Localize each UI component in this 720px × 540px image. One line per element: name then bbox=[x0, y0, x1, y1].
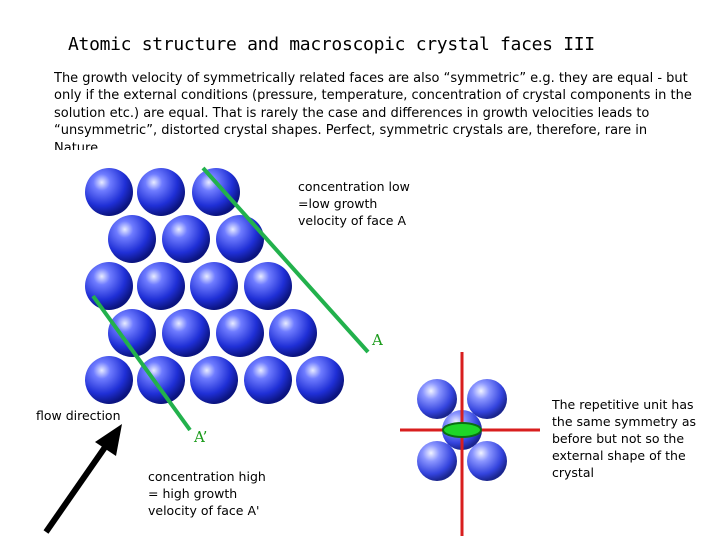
atom-lattice bbox=[85, 168, 344, 404]
atom bbox=[244, 356, 292, 404]
low-concentration-note: concentration low =low growth velocity o… bbox=[298, 179, 410, 228]
atom bbox=[85, 356, 133, 404]
atom bbox=[137, 356, 185, 404]
flow-arrow-icon bbox=[43, 424, 122, 534]
atom bbox=[190, 356, 238, 404]
atom bbox=[269, 309, 317, 357]
face-a-line bbox=[201, 166, 370, 354]
flow-direction-label: flow direction bbox=[36, 408, 121, 423]
atom bbox=[244, 262, 292, 310]
high-concentration-note: concentration high = high growth velocit… bbox=[148, 469, 266, 518]
atom bbox=[192, 168, 240, 216]
face-a-label: A bbox=[372, 331, 383, 349]
atom bbox=[85, 168, 133, 216]
atom bbox=[162, 309, 210, 357]
atom bbox=[85, 262, 133, 310]
atom bbox=[190, 262, 238, 310]
atom bbox=[296, 356, 344, 404]
repetitive-unit bbox=[400, 352, 540, 536]
atom bbox=[108, 309, 156, 357]
atom bbox=[108, 215, 156, 263]
face-a-prime-line bbox=[91, 294, 192, 432]
unit-center-ellipse bbox=[442, 422, 482, 438]
atom bbox=[216, 215, 264, 263]
atom bbox=[137, 262, 185, 310]
atom bbox=[137, 168, 185, 216]
repetitive-unit-note: The repetitive unit has the same symmetr… bbox=[552, 397, 697, 480]
page-title: Atomic structure and macroscopic crystal… bbox=[68, 34, 595, 55]
intro-paragraph: The growth velocity of symmetrically rel… bbox=[54, 71, 692, 150]
atom bbox=[216, 309, 264, 357]
atom bbox=[162, 215, 210, 263]
face-a-prime-label: A’ bbox=[194, 428, 208, 446]
